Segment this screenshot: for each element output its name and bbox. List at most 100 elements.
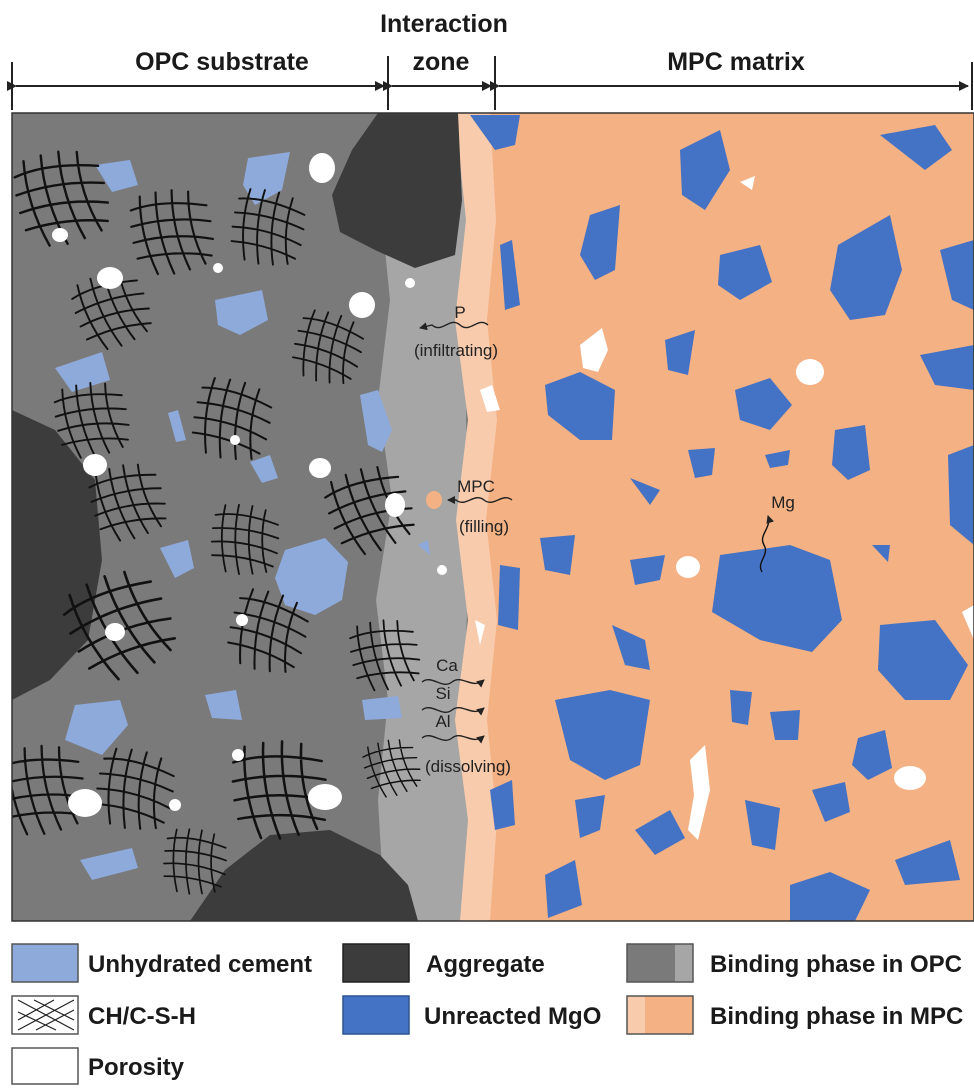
mgo-grain	[895, 840, 960, 885]
unhydrated-cement-grain	[55, 352, 110, 392]
mgo-grain	[852, 730, 892, 780]
interaction-zone-binding	[376, 113, 470, 921]
mg-label: Mg	[771, 493, 795, 512]
al-label: Al	[435, 712, 450, 731]
legend-label-ch-csh: CH/C-S-H	[88, 1003, 196, 1030]
si-label: Si	[435, 684, 450, 703]
unhydrated-cement-grain	[205, 690, 242, 720]
mgo-grain	[630, 555, 665, 585]
legend: Unhydrated cement Aggregate Binding phas…	[11, 943, 963, 1085]
mgo-grain	[490, 780, 515, 830]
pore	[676, 556, 700, 578]
legend-label-binding-mpc: Binding phase in MPC	[710, 1003, 963, 1030]
mgo-grain	[635, 810, 685, 855]
mpc-matrix	[486, 113, 974, 921]
mgo-grain	[940, 240, 974, 310]
interaction-label: Interaction	[380, 10, 508, 38]
legend-swatch-unreacted-mgo	[342, 995, 410, 1035]
mgo-grain	[498, 565, 520, 630]
unreacted-mgo-grains	[470, 115, 974, 921]
mgo-grain	[545, 860, 582, 918]
legend-label-binding-opc: Binding phase in OPC	[710, 951, 962, 978]
pore	[385, 493, 405, 517]
opc-substrate-label: OPC substrate	[135, 48, 309, 76]
pore	[230, 435, 240, 445]
ca-arrow	[421, 679, 485, 688]
pore	[308, 784, 342, 810]
mgo-grain	[470, 115, 520, 150]
ca-label: Ca	[436, 656, 458, 675]
pore	[475, 620, 485, 645]
unhydrated-cement-grain	[160, 540, 194, 578]
pore	[962, 605, 974, 640]
legend-label-unreacted-mgo: Unreacted MgO	[424, 1003, 601, 1030]
mgo-grain	[665, 330, 695, 375]
mgo-grain	[688, 448, 715, 478]
dissolving-caption: (dissolving)	[425, 757, 511, 776]
pore	[213, 263, 223, 273]
mpc-label: MPC	[457, 477, 495, 496]
mg-arrow	[759, 515, 775, 573]
mpc-filling-arrow	[447, 496, 513, 504]
legend-swatch-binding-mpc	[626, 995, 694, 1035]
microstructure-panel: P (infiltrating) MPC (filling) Mg Ca Si …	[12, 113, 974, 921]
mgo-grain	[880, 125, 952, 170]
pores	[52, 153, 974, 840]
mgo-grain	[790, 872, 870, 921]
legend-swatch-porosity	[11, 1047, 79, 1085]
legend-swatch-aggregate	[342, 943, 410, 983]
zone-label: zone	[413, 48, 470, 76]
p-caption: (infiltrating)	[414, 341, 498, 360]
mgo-grain	[745, 800, 780, 850]
unhydrated-cement-grain	[275, 538, 348, 615]
zone-header: OPC substrate Interaction zone MPC matri…	[7, 10, 973, 110]
legend-swatch-unhydrated-cement	[11, 943, 79, 983]
p-infiltrating-arrow	[419, 321, 489, 331]
pore	[232, 749, 244, 761]
si-arrow	[421, 707, 485, 716]
mgo-grain	[540, 535, 575, 575]
pore	[405, 278, 415, 288]
pore	[688, 745, 710, 840]
pore	[52, 228, 68, 242]
mgo-grain	[612, 625, 650, 670]
pore	[309, 153, 335, 183]
pore	[83, 454, 107, 476]
pore	[97, 267, 123, 289]
unhydrated-cement-grain	[362, 696, 402, 720]
unhydrated-cement-grain	[360, 390, 392, 452]
mgo-grain	[580, 205, 620, 280]
unhydrated-cement-grain	[65, 700, 128, 755]
unhydrated-cement-grain	[168, 410, 186, 442]
mpc-matrix-label: MPC matrix	[667, 48, 805, 76]
mgo-grain	[812, 782, 850, 822]
mgo-grain	[878, 620, 968, 700]
mgo-grain	[575, 795, 605, 838]
mgo-grain	[555, 690, 650, 780]
mgo-grain	[920, 345, 974, 390]
mgo-grain	[830, 215, 902, 320]
mgo-grain	[545, 372, 615, 440]
pore	[796, 359, 824, 385]
process-annotations: P (infiltrating) MPC (filling) Mg Ca Si …	[414, 303, 795, 776]
legend-label-aggregate: Aggregate	[426, 951, 545, 978]
mgo-grain	[630, 478, 660, 505]
mgo-grain	[712, 545, 842, 652]
pore	[480, 385, 500, 412]
unhydrated-cement-grain	[80, 848, 138, 880]
aggregate-bottom	[190, 830, 418, 921]
unhydrated-cement-grain	[215, 290, 268, 335]
unhydrated-cement-grains	[55, 152, 430, 880]
al-arrow	[421, 735, 485, 744]
pore	[309, 458, 331, 478]
unhydrated-cement-grain	[250, 455, 278, 483]
legend-label-porosity: Porosity	[88, 1054, 185, 1081]
mgo-grain	[872, 545, 890, 562]
mgo-grain	[500, 240, 520, 310]
mgo-grain	[730, 690, 752, 725]
mgo-grain	[718, 245, 772, 300]
mpc-caption: (filling)	[459, 517, 509, 536]
mgo-grain	[832, 425, 870, 480]
pore	[169, 799, 181, 811]
